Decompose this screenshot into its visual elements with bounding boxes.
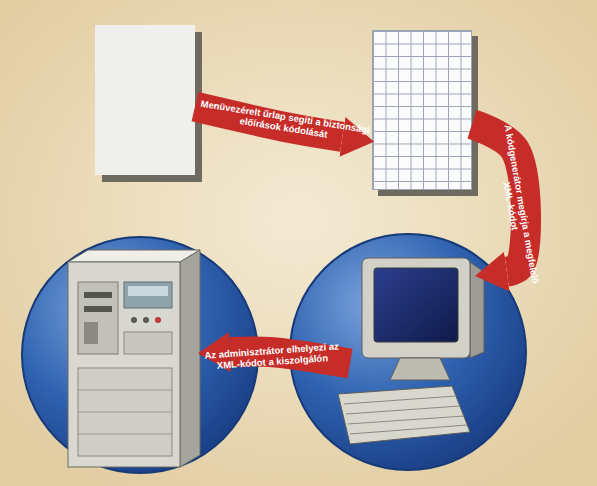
key-row <box>350 425 467 434</box>
key-row <box>346 406 460 414</box>
desktop-computer <box>338 258 484 444</box>
server-node <box>65 255 200 470</box>
panel-line <box>78 390 172 391</box>
cabinet-top <box>68 250 200 262</box>
grid-sheet <box>372 30 472 190</box>
cabinet-front <box>68 262 180 467</box>
monitor-body <box>362 258 470 358</box>
arrow-label: Menüvezérelt űrlap segíti a biztonsági e… <box>196 97 372 146</box>
computer-node <box>350 250 480 420</box>
key-row <box>348 416 464 424</box>
cabinet-side <box>180 250 200 467</box>
drive-panel <box>78 282 118 354</box>
server-cabinet <box>68 250 200 467</box>
form-sheet <box>95 25 195 175</box>
arrow-label: Az adminisztrátor elhelyezi az XML-kódot… <box>191 339 352 372</box>
status-display <box>128 286 168 296</box>
lower-panel <box>78 368 172 456</box>
status-display <box>124 282 172 308</box>
drive-slot <box>84 322 98 344</box>
monitor-screen <box>374 268 458 342</box>
monitor-stand <box>390 358 450 380</box>
arrow-label: A kódgenerátor megírja a megfelelő XML-k… <box>491 122 541 288</box>
control-knob <box>131 317 137 323</box>
keyboard <box>338 386 470 444</box>
front-panel <box>124 332 172 354</box>
control-knob <box>155 317 161 323</box>
panel-line <box>78 412 172 413</box>
drive-slot <box>84 306 112 312</box>
key-row <box>344 396 456 404</box>
panel-line <box>78 434 172 435</box>
monitor-side <box>470 262 484 358</box>
drive-slot <box>84 292 112 298</box>
control-knob <box>143 317 149 323</box>
